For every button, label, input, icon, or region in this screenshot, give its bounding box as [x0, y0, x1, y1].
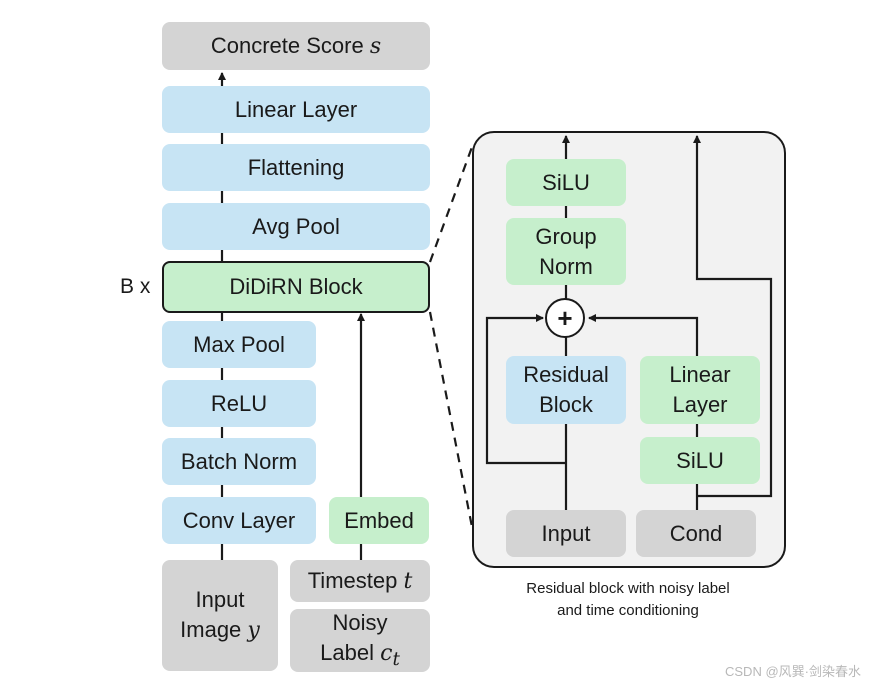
rb-cond-box: Cond [636, 510, 756, 557]
concrete-score-symbol: s [369, 33, 382, 59]
noisy-label-box: Noisy Label ct [290, 609, 430, 672]
residual-block-caption: Residual block with noisy label and time… [526, 580, 730, 619]
embed-box: Embed [329, 497, 429, 544]
timestep-label: Timestep [307, 567, 398, 593]
rb-residual-block-box: Residual Block [506, 356, 626, 424]
didirn-block-box: DiDiRN Block [162, 261, 430, 313]
batch-norm-box: Batch Norm [162, 438, 316, 485]
avg-pool-box: Avg Pool [162, 203, 430, 250]
rb-silu-bottom-box: SiLU [640, 437, 760, 484]
plus-icon: + [557, 303, 573, 333]
timestep-symbol: t [403, 568, 413, 594]
input-image-label: Input Image [180, 587, 245, 642]
rb-linear-layer-box: Linear Layer [640, 356, 760, 424]
conv-layer-box: Conv Layer [162, 497, 316, 544]
concrete-score-box: Concrete Score s [162, 22, 430, 70]
repeat-label: B x [120, 275, 151, 298]
watermark: CSDN @风巽·剑染春水 [725, 664, 861, 679]
linear-layer-box: Linear Layer [162, 86, 430, 133]
plus-node: + [545, 298, 585, 338]
rb-input-box: Input [506, 510, 626, 557]
flattening-box: Flattening [162, 144, 430, 191]
rb-silu-top-box: SiLU [506, 159, 626, 206]
input-image-symbol: y [247, 618, 260, 643]
relu-box: ReLU [162, 380, 316, 427]
noisy-label-subscript: t [392, 649, 400, 671]
noisy-label-symbol: c [380, 640, 393, 666]
noisy-label-label: Noisy Label [320, 610, 388, 665]
input-image-box: Input Image y [162, 560, 278, 671]
rb-group-norm-box: Group Norm [506, 218, 626, 285]
zoom-line-bottom [428, 311, 474, 528]
concrete-score-label: Concrete Score [210, 32, 364, 58]
timestep-box: Timestep t [290, 560, 430, 602]
max-pool-box: Max Pool [162, 321, 316, 368]
zoom-line-top [428, 146, 474, 263]
